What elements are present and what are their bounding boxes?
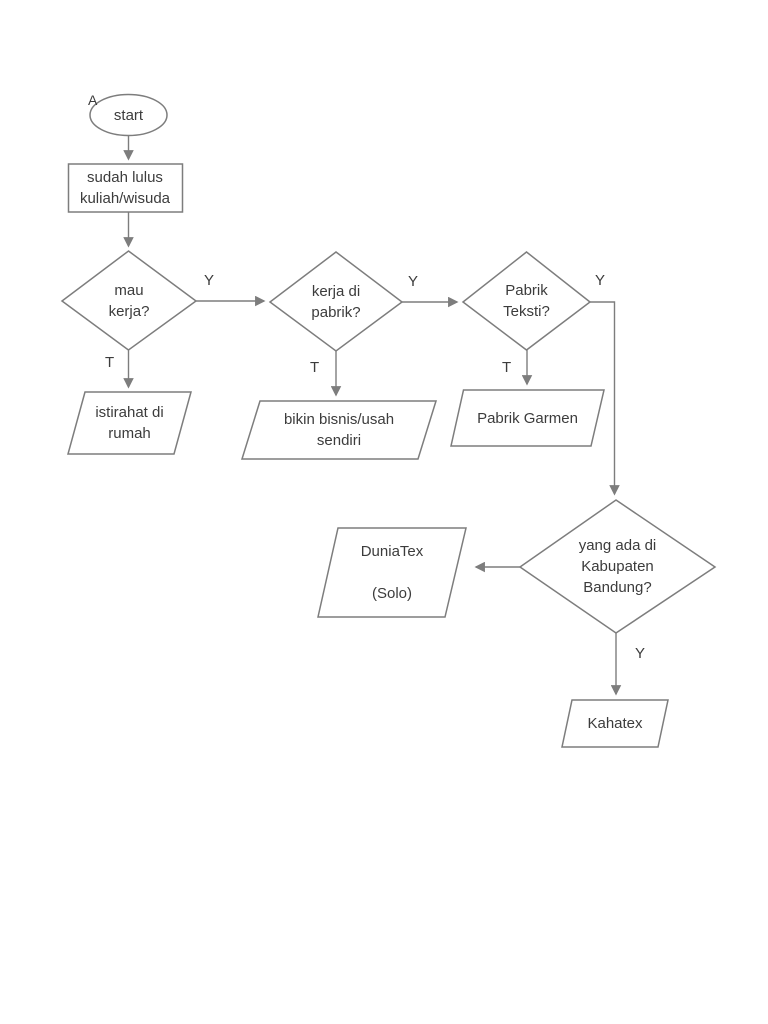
start-terminator-shape [89,93,168,137]
own-business-io-shape [240,400,438,460]
edge-label-work-in-factory-yes: Y [408,273,419,290]
graduated-process-shape [67,163,184,213]
kahatex-node-label: Kahatex [587,715,643,732]
graduated-node-label: sudah lulus kuliah/wisuda [79,169,171,207]
want-work-node-label: mau kerja? [108,281,150,320]
textile-factory-node-label: Pabrik Teksti? [503,282,550,320]
want-work-decision-shape [60,250,198,351]
garment-factory-node-label: Pabrik Garmen [477,409,578,427]
edge-label-textile-factory-yes: Y [595,272,606,289]
duniatex-node-label: DuniaTex (Solo) [360,543,424,602]
work-in-factory-decision-shape [268,251,404,352]
duniatex-io-shape [317,527,467,618]
work-in-factory-node-label: kerja di pabrik? [311,282,361,321]
edge-label-want-work-yes: Y [204,272,215,289]
edge-label-kabupaten-bandung-yes: Y [635,645,646,662]
page-marker-label: A [88,92,98,108]
textile-factory-decision-shape [461,251,592,351]
rest-at-home-node-label: istirahat di rumah [95,404,164,442]
kabupaten-bandung-node-label: yang ada di Kabupaten Bandung? [578,537,657,596]
kahatex-io-shape [561,699,669,748]
start-node-label: start [113,107,144,124]
own-business-node-label: bikin bisnis/usah sendiri [283,411,395,449]
edge-label-want-work-no: T [105,354,115,371]
garment-factory-io-shape [450,389,605,447]
connector-textile-factory-yes [590,301,620,496]
edge-label-textile-factory-no: T [502,359,512,376]
edge-label-work-in-factory-no: T [310,359,320,376]
kabupaten-bandung-decision-shape [518,499,717,634]
rest-at-home-io-shape [67,391,192,455]
